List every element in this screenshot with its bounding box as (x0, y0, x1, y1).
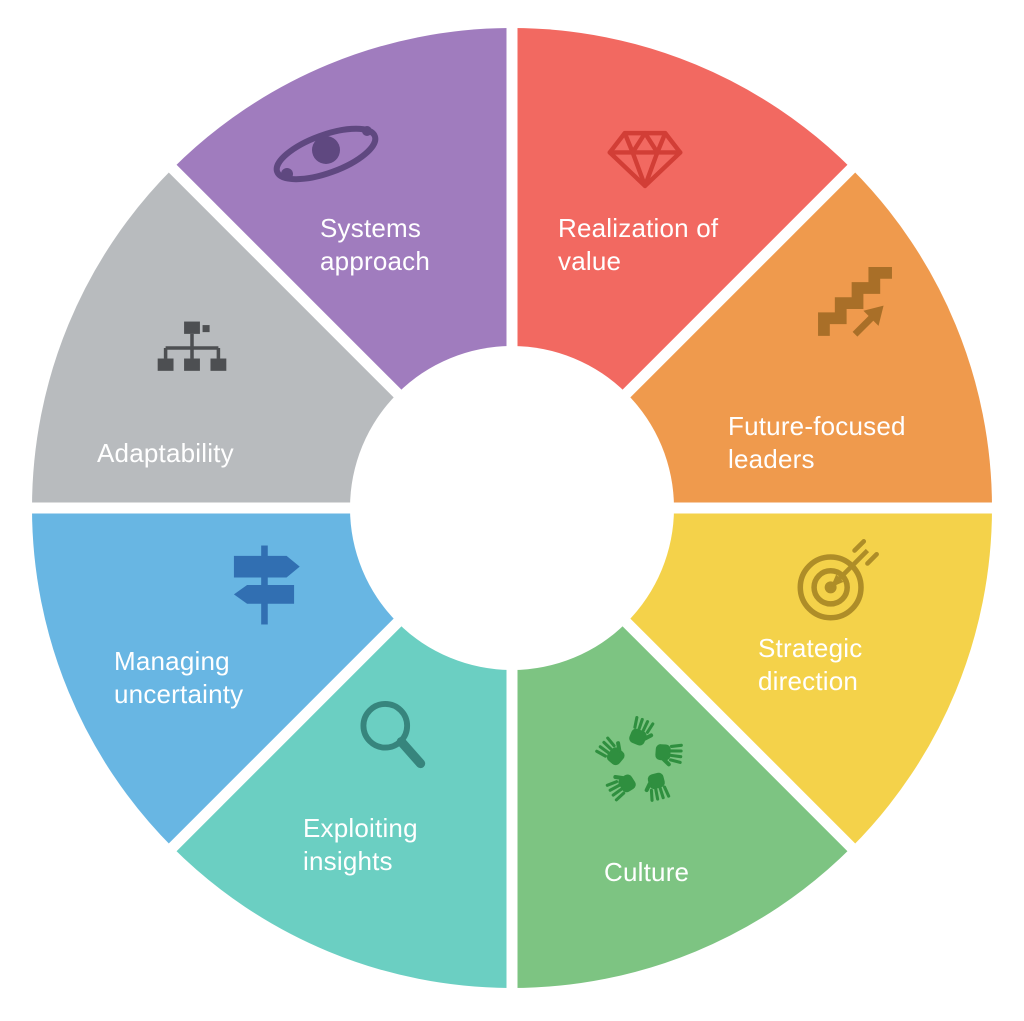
target-arrow-icon (797, 539, 879, 621)
org-chart-icon (157, 321, 227, 371)
hand-shape (644, 772, 671, 802)
label-managing-uncertainty: Managing uncertainty (114, 646, 244, 709)
atom-orbit-icon (273, 125, 379, 183)
magnifier-icon (360, 700, 426, 769)
label-systems-approach: Systems approach (320, 213, 431, 276)
diamond-icon (607, 130, 683, 189)
label-adaptability: Adaptability (97, 438, 234, 468)
hand-shape (655, 743, 683, 767)
label-future-focused-leaders: Future-focused leaders (728, 411, 906, 474)
stairs-growth-icon (818, 267, 892, 337)
label-strategic-direction: Strategic direction (758, 633, 863, 696)
hands-circle-icon (595, 715, 683, 802)
label-culture: Culture (604, 857, 690, 887)
signpost-icon (233, 545, 300, 625)
hand-shape (595, 736, 625, 766)
hand-shape (629, 715, 655, 746)
hand-shape (605, 774, 636, 802)
label-realization-of-value: Realization of value (558, 213, 719, 276)
wheel-center-hole (350, 346, 674, 670)
label-exploiting-insights: Exploiting insights (303, 813, 418, 876)
